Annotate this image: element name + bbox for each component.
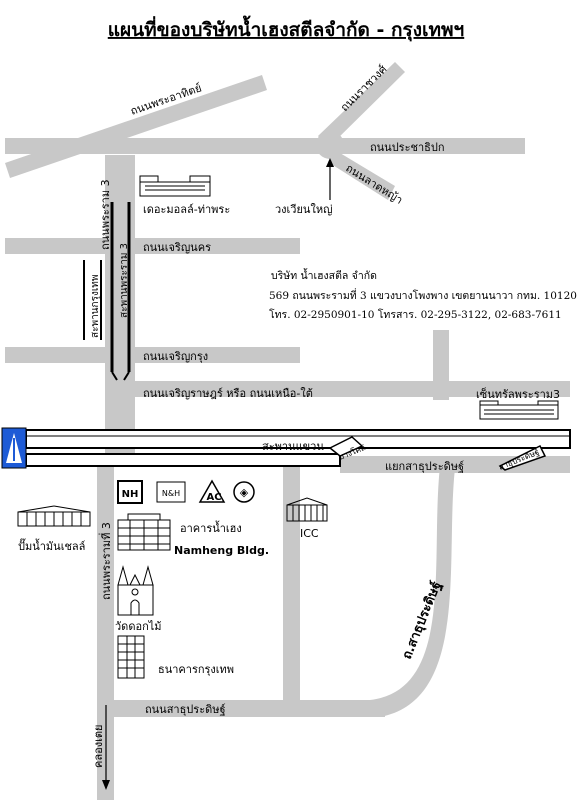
- label-shell: ปั๊มน้ำมันเชลล์: [18, 538, 85, 553]
- wat-church-icon: [117, 565, 154, 616]
- logo-ac: AC: [206, 492, 221, 503]
- central-rama3-icon: [479, 400, 559, 420]
- label-wongwian-yai: วงเวียนใหญ่: [275, 203, 332, 216]
- icc-building-icon: [286, 497, 328, 522]
- label-rama3-north: ถนนพระราม 3: [99, 179, 112, 250]
- bangkok-bank-icon: [117, 635, 145, 679]
- company-info: บริษัท น้ำเฮงสตีล จำกัด 569 ถนนพระรามที่…: [269, 268, 577, 321]
- label-sathupradit-south: ถนนสาธุประดิษฐ์: [145, 703, 226, 716]
- shell-station-icon: [17, 505, 91, 527]
- company-phone: โทร. 02-2950901-10 โทรสาร. 02-295-3122, …: [269, 308, 562, 321]
- label-namheng-en: Namheng Bldg.: [174, 544, 269, 557]
- label-bridge-west: สะพานกรุงเทพ: [90, 275, 101, 338]
- road-sathupradit-south: [97, 700, 385, 717]
- road-icc-vertical: [283, 462, 300, 702]
- road-pracha-thipok: [5, 138, 525, 154]
- namheng-building-icon: [117, 513, 171, 551]
- label-pracha-thipok: ถนนประชาธิปก: [370, 141, 445, 154]
- road-right-vertical: [433, 330, 449, 400]
- road-charoen-rat: [105, 381, 570, 397]
- label-khlong-toei: คลองเตย: [92, 725, 105, 768]
- logo-nandh: N&H: [162, 489, 180, 498]
- road-sathupradit-curve: [370, 466, 455, 717]
- wongwian-yai-arrow: [326, 158, 334, 200]
- label-charoen-nakhon: ถนนเจริญนคร: [143, 241, 211, 254]
- expressway: [25, 429, 571, 471]
- label-charoen-krung: ถนนเจริญกรุง: [143, 350, 208, 363]
- logo-nh: NH: [122, 489, 139, 500]
- company-address: 569 ถนนพระรามที่ 3 แขวงบางโพงพาง เขตยานน…: [269, 288, 577, 302]
- label-lat-ya: ถนนลาดหญ้า: [343, 162, 405, 207]
- road-lat-ya: [328, 150, 395, 200]
- label-rama3-south: ถนนพระรามที่ 3: [98, 522, 113, 600]
- road-ratchawong: [318, 62, 405, 148]
- label-the-mall: เดอะมอลล์-ท่าพระ: [143, 203, 230, 216]
- label-sathupradit-bridge: สะพานแขวน: [262, 440, 324, 453]
- khlong-toei-arrow: [102, 705, 110, 790]
- label-charoen-rat: ถนนเจริญราษฎร์ หรือ ถนนเหนือ-ใต้: [143, 387, 313, 400]
- rama3-bridge: [83, 202, 131, 381]
- company-logos: NH N&H AC ◈: [117, 479, 255, 504]
- label-rama3-bridge: สะพานพระราม 3: [119, 243, 130, 318]
- label-yaek-sathupradit: แยกสาธุประดิษฐ์: [385, 460, 464, 473]
- road-network: [5, 62, 570, 800]
- road-charoen-krung: [5, 347, 300, 363]
- label-wat: วัดดอกไม้: [115, 620, 162, 633]
- company-name: บริษัท น้ำเฮงสตีล จำกัด: [271, 268, 377, 282]
- the-mall-icon: [139, 175, 211, 197]
- label-central: เซ็นทรัลพระราม3: [476, 387, 560, 401]
- road-phra-athit: [5, 75, 267, 178]
- label-bangkok-bank: ธนาคารกรุงเทพ: [158, 663, 234, 676]
- label-namheng-th: อาคารน้ำเฮง: [180, 520, 242, 535]
- label-icc: ICC: [300, 527, 319, 540]
- road-charoen-nakhon: [5, 238, 300, 254]
- logo-diamond: ◈: [240, 486, 249, 499]
- wongwian-yai-circle: [316, 131, 344, 159]
- map-title: แผนที่ของบริษัทน้ำเฮงสตีลจำกัด - กรุงเทพ…: [108, 15, 464, 42]
- expressway-sign-icon: [1, 427, 27, 469]
